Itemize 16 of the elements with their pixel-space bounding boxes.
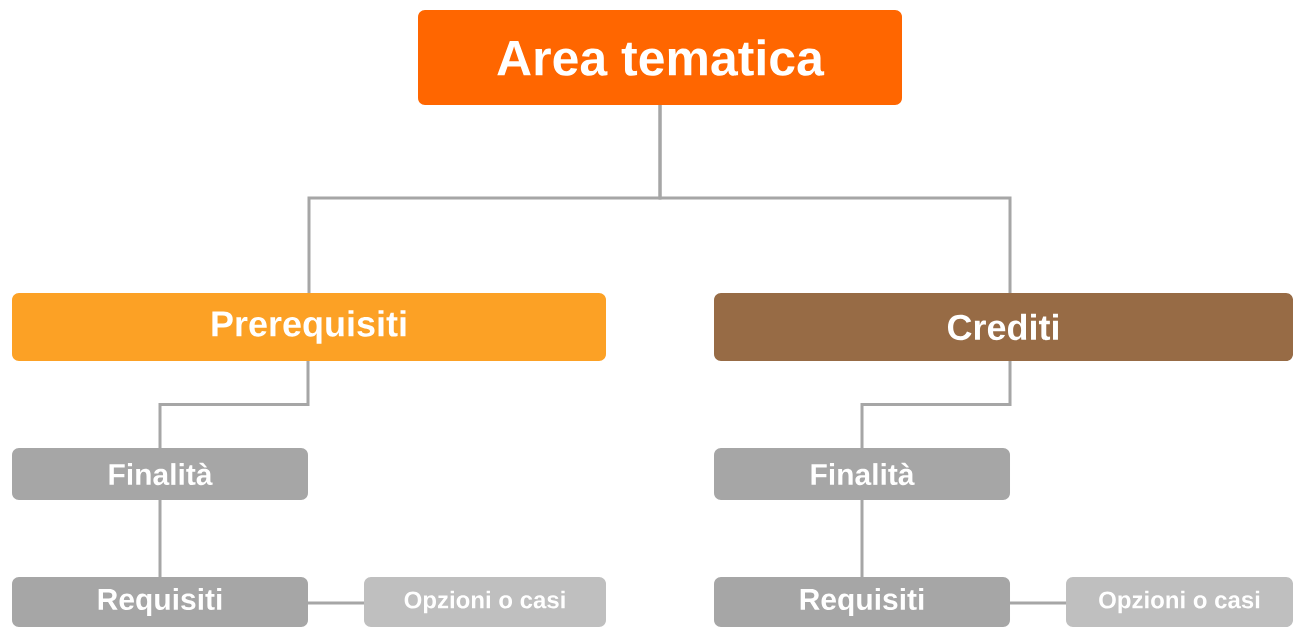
process-box: Requisiti [714,577,1010,627]
option-box: Opzioni o casi [1066,577,1293,627]
process-box: Requisiti [12,577,308,627]
process-box: Finalità [714,448,1010,500]
connector-line [308,601,364,605]
category-box: Crediti [714,293,1293,361]
category-box: Prerequisiti [12,293,606,361]
connector-line [158,500,162,577]
connector-line [658,105,1012,293]
title-box: Area tematica [418,10,902,105]
process-box: Finalità [12,448,308,500]
connector-line [860,361,1012,448]
connector-line [860,500,864,577]
connector-line [1010,601,1066,605]
connector-line [158,361,310,448]
option-box: Opzioni o casi [364,577,606,627]
